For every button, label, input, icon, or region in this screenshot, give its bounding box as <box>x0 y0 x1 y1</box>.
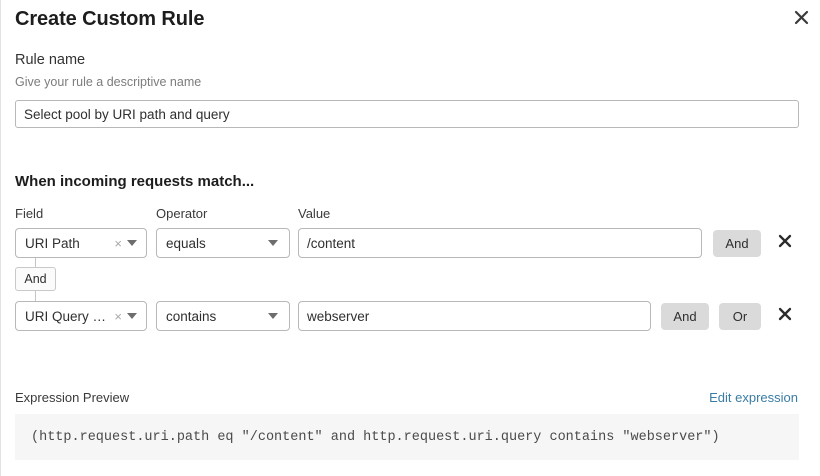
expression-preview-label: Expression Preview <box>15 390 130 405</box>
chevron-down-icon <box>127 313 137 319</box>
operator-select-2-label: contains <box>166 308 217 324</box>
value-input-2[interactable] <box>298 301 651 331</box>
close-icon[interactable] <box>790 6 812 28</box>
or-button-2[interactable]: Or <box>719 303 761 330</box>
rule-name-help-text: Give your rule a descriptive name <box>15 75 202 89</box>
column-header-field: Field <box>15 206 44 221</box>
and-button-1[interactable]: And <box>713 230 761 257</box>
match-section-heading: When incoming requests match... <box>15 173 255 190</box>
field-select-2-label: URI Query St... <box>25 308 113 324</box>
chevron-down-icon <box>127 240 137 246</box>
field-select-2[interactable]: URI Query St... × <box>15 301 147 331</box>
clear-icon[interactable]: × <box>114 308 122 324</box>
value-input-1[interactable] <box>298 228 702 258</box>
field-select-1[interactable]: URI Path × <box>15 228 147 258</box>
operator-select-1[interactable]: equals <box>156 228 290 258</box>
chevron-down-icon <box>268 313 278 319</box>
condition-row: URI Path × equals And <box>1 228 820 258</box>
column-header-value: Value <box>298 206 331 221</box>
rule-name-label: Rule name <box>15 52 86 68</box>
page-title: Create Custom Rule <box>15 8 205 30</box>
and-button-2[interactable]: And <box>661 303 709 330</box>
operator-select-2[interactable]: contains <box>156 301 290 331</box>
connector-and-badge[interactable]: And <box>15 267 56 291</box>
edit-expression-link[interactable]: Edit expression <box>709 390 798 405</box>
rule-name-input[interactable] <box>15 100 799 128</box>
chevron-down-icon <box>268 240 278 246</box>
remove-condition-2-icon[interactable] <box>776 305 794 323</box>
remove-condition-1-icon[interactable] <box>776 232 794 250</box>
field-select-1-label: URI Path <box>25 235 80 251</box>
column-header-operator: Operator <box>156 206 208 221</box>
clear-icon[interactable]: × <box>114 235 122 251</box>
expression-preview-code: (http.request.uri.path eq "/content" and… <box>15 414 799 460</box>
logic-connector: And <box>1 258 201 304</box>
operator-select-1-label: equals <box>166 235 206 251</box>
condition-row: URI Query St... × contains And Or <box>1 301 820 331</box>
dialog-header: Create Custom Rule <box>1 0 820 42</box>
